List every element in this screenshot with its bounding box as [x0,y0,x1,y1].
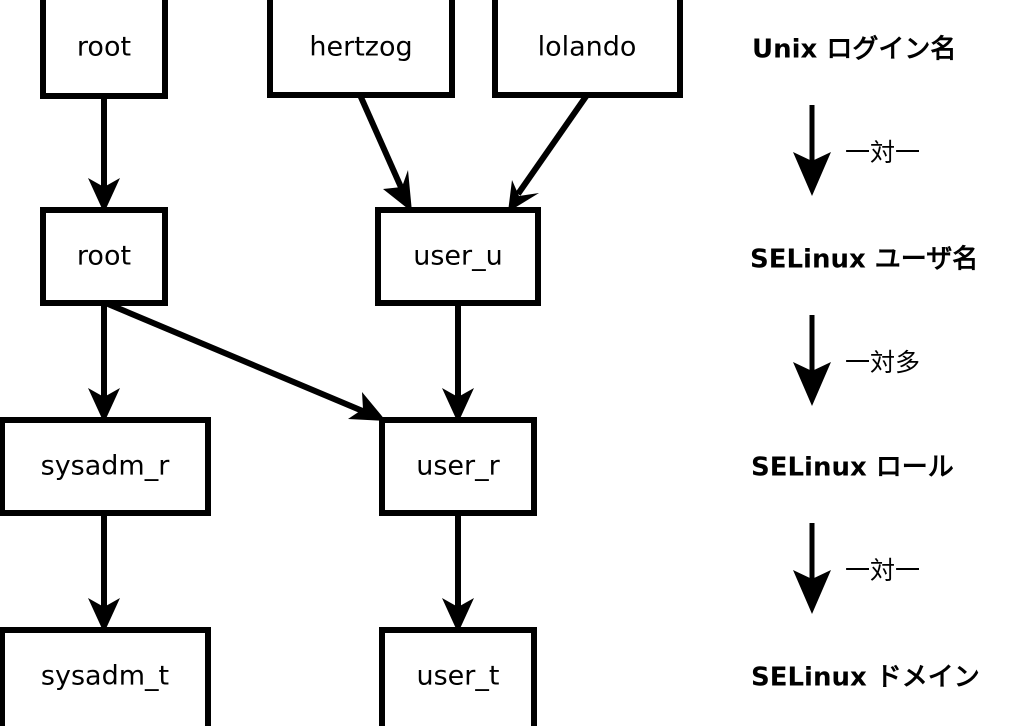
node-label-domain-user-t: user_t [417,661,500,692]
node-login-root[interactable]: root [40,0,168,99]
edge-login-root-to-seuser-root [88,96,120,213]
node-label-seuser-user-u: user_u [413,241,503,272]
legend-arrow-down-icon [793,152,831,196]
node-role-sysadm-r[interactable]: sysadm_r [0,417,211,516]
node-label-login-root: root [77,32,131,63]
node-role-user-r[interactable]: user_r [379,417,537,516]
legend-stage-selinux-user: SELinux ユーザ名 [750,244,978,275]
legend-label-one-to-many-role: 一対多 [845,348,920,377]
legend-group: Unix ログイン名 一対一 SELinux ユーザ名 一対多 SELinux … [750,34,980,693]
node-seuser-root[interactable]: root [40,207,168,306]
legend-relation-one-to-one-domain: 一対一 [793,523,920,614]
node-label-domain-sysadm-t: sysadm_t [41,661,169,692]
node-label-role-sysadm-r: sysadm_r [41,451,171,482]
edge-hertzog-to-user-u [357,93,412,212]
legend-stage-selinux-role: SELinux ロール [751,453,954,483]
node-login-hertzog[interactable]: hertzog [267,0,455,98]
legend-relation-one-to-one-user: 一対一 [793,105,920,196]
edge-seuser-root-to-sysadm-r [88,303,120,423]
legend-arrow-down-icon [793,362,831,406]
edge-seuser-root-to-user-r [106,301,386,421]
legend-relation-one-to-many-role: 一対多 [793,315,920,406]
edge-group [88,93,590,633]
legend-stage-unix-login: Unix ログイン名 [752,34,956,65]
edge-user-u-to-user-r [442,303,474,423]
node-label-seuser-root: root [77,241,131,272]
node-login-lolando[interactable]: lolando [492,0,683,98]
node-domain-sysadm-t[interactable]: sysadm_t [0,627,211,726]
legend-arrow-down-icon [793,570,831,614]
legend-label-one-to-one-domain: 一対一 [845,556,920,585]
node-seuser-user-u[interactable]: user_u [375,207,541,306]
node-label-login-hertzog: hertzog [309,32,412,63]
node-label-login-lolando: lolando [538,32,637,63]
edge-user-r-to-user-t [442,513,474,633]
legend-label-one-to-one-user: 一対一 [845,138,920,167]
edge-sysadm-r-to-sysadm-t [88,513,120,633]
edge-lolando-to-user-u [508,93,590,212]
legend-stage-selinux-domain: SELinux ドメイン [751,663,980,693]
node-group: root hertzog lolando root user_u sysadm_ [0,0,683,726]
node-label-role-user-r: user_r [416,451,500,482]
node-domain-user-t[interactable]: user_t [379,627,537,726]
